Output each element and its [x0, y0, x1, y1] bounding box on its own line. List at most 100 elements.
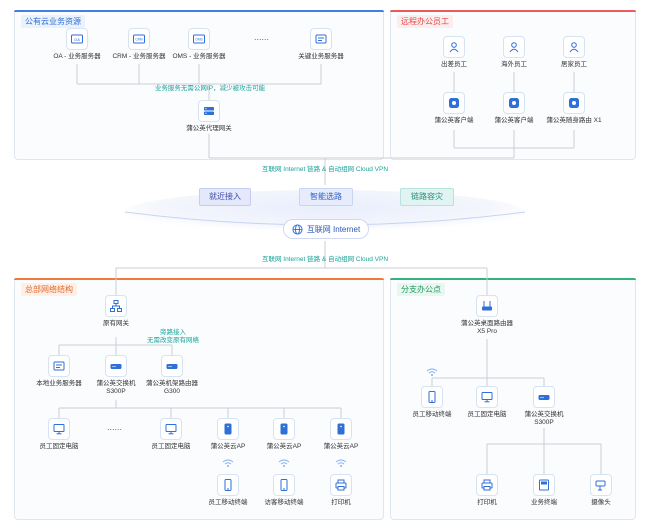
client-node-0: 蒲公英客户端: [404, 92, 504, 125]
remote-panel-title: 远程办公员工: [397, 15, 453, 28]
hq-mobile-node: 员工移动终端: [178, 474, 278, 507]
guest-mobile-label: 访客移动终端: [264, 499, 304, 506]
oa-server-node: OA OA - 业务服务器: [27, 28, 127, 61]
pill-link-failover: 链路容灾: [400, 188, 454, 206]
person-icon: [563, 36, 585, 58]
hq-printer-node: 打印机: [291, 474, 391, 507]
bypass-note-line1: 旁路接入: [160, 329, 186, 336]
terminal-icon: [533, 474, 555, 496]
hq-panel: 总部网络结构: [14, 278, 384, 520]
original-gateway-label: 原有网关: [103, 320, 129, 327]
remote-panel: 远程办公员工: [390, 10, 636, 160]
link-label-bottom: 互联网 Internet 链路 & 自动组网 Cloud VPN: [261, 256, 389, 263]
person-icon: [443, 36, 465, 58]
desktop-pc-icon: [476, 386, 498, 408]
gateway-icon: [198, 100, 220, 122]
hq-pc-node-2: 员工固定电脑: [121, 418, 221, 451]
client-node-1: 蒲公英客户端: [464, 92, 564, 125]
branch-printer-node: 打印机: [437, 474, 537, 507]
branch-mobile-node: 员工移动终端: [382, 386, 482, 419]
server-icon: CRM: [128, 28, 150, 50]
printer-icon: [330, 474, 352, 496]
desktop-router-node: 蒲公英桌面路由器 X5 Pro: [437, 295, 537, 336]
branch-mobile-label: 员工移动终端: [412, 411, 452, 418]
hq-panel-accent: [14, 278, 384, 280]
switch-icon: [533, 386, 555, 408]
pill-nearby-access: 就近接入: [199, 188, 251, 206]
local-server-node: 本地业务服务器: [9, 355, 109, 388]
home-staff-node: 居家员工: [524, 36, 624, 69]
server-icon: [48, 355, 70, 377]
hq-pc-node-1: 员工固定电脑: [9, 418, 109, 451]
link-label-top: 互联网 Internet 链路 & 自动组网 Cloud VPN: [261, 166, 389, 173]
desktop-router-label-1: 蒲公英桌面路由器: [461, 320, 513, 327]
switch-icon: [105, 355, 127, 377]
mobile-phone-icon: [273, 474, 295, 496]
hq-panel-title: 总部网络结构: [21, 283, 77, 296]
globe-icon: [292, 223, 303, 235]
branch-pc-label: 员工固定电脑: [467, 411, 507, 418]
client-app-icon: [503, 92, 525, 114]
hq-mobile-label: 员工移动终端: [208, 499, 248, 506]
access-point-icon: [273, 418, 295, 440]
cloud-panel-title: 公有云业务资源: [21, 15, 85, 28]
pill-smart-routing: 智能选路: [299, 188, 353, 206]
guest-mobile-node: 访客移动终端: [234, 474, 334, 507]
bypass-note-line2: 无需改变原有网络: [147, 337, 199, 344]
desktop-router-label-2: X5 Pro: [477, 328, 497, 335]
person-icon: [503, 36, 525, 58]
client-app-icon: [443, 92, 465, 114]
overseas-staff-node: 海外员工: [464, 36, 564, 69]
branch-switch-label-2: S300P: [534, 419, 554, 426]
hq-printer-label: 打印机: [331, 499, 351, 506]
oms-server-label: OMS - 业务服务器: [172, 53, 226, 60]
wifi-icon: [278, 459, 290, 467]
key-server-node: 关键业务服务器: [271, 28, 371, 61]
mobile-phone-icon: [421, 386, 443, 408]
client-node-2: 蒲公英随身路由 X1: [524, 92, 624, 125]
remote-panel-accent: [390, 10, 636, 12]
desktop-pc-icon: [48, 418, 70, 440]
camera-icon: [590, 474, 612, 496]
mobile-phone-icon: [217, 474, 239, 496]
original-gateway-node: 原有网关: [66, 295, 166, 328]
printer-icon: [476, 474, 498, 496]
internet-badge: 互联网 Internet: [283, 219, 369, 239]
cloud-ap-node-2: 蒲公英云AP: [234, 418, 334, 451]
svg-text:OA: OA: [74, 37, 80, 42]
rack-router-label-2: G300: [164, 388, 180, 395]
client-label-2: 蒲公英随身路由 X1: [546, 117, 602, 124]
wifi-icon: [426, 368, 438, 376]
wifi-icon: [222, 459, 234, 467]
business-terminal-node: 业务终端: [494, 474, 594, 507]
svg-text:OMS: OMS: [195, 38, 202, 42]
branch-pc-node: 员工固定电脑: [437, 386, 537, 419]
portable-router-icon: [563, 92, 585, 114]
cloud-note: 业务服务无需公网IP，减少被攻击可能: [154, 85, 266, 92]
server-icon: OA: [66, 28, 88, 50]
wifi-icon: [335, 459, 347, 467]
branch-panel-title: 分支办公点: [397, 283, 445, 296]
proxy-gateway-node: 蒲公英代理网关: [159, 100, 259, 133]
key-server-label: 关键业务服务器: [298, 53, 344, 60]
cloud-ap-label-3: 蒲公英云AP: [323, 443, 359, 450]
crm-server-node: CRM CRM - 业务服务器: [89, 28, 189, 61]
staff-label-1: 海外员工: [501, 61, 527, 68]
hq-switch-label-2: S300P: [106, 388, 126, 395]
hq-switch-node: 蒲公英交换机 S300P: [66, 355, 166, 396]
cloud-ap-node-1: 蒲公英云AP: [178, 418, 278, 451]
proxy-gateway-label: 蒲公英代理网关: [186, 125, 232, 132]
local-server-label: 本地业务服务器: [36, 380, 82, 387]
oa-server-label: OA - 业务服务器: [53, 53, 101, 60]
rack-router-label-1: 蒲公英机架路由器: [146, 380, 198, 387]
staff-label-2: 居家员工: [561, 61, 587, 68]
rack-router-icon: [161, 355, 183, 377]
rack-router-node: 蒲公英机架路由器 G300: [122, 355, 222, 396]
staff-label-0: 出差员工: [441, 61, 467, 68]
hq-ellipsis: ......: [107, 422, 123, 432]
branch-switch-label-1: 蒲公英交换机: [524, 411, 564, 418]
network-gateway-icon: [105, 295, 127, 317]
desktop-pc-icon: [160, 418, 182, 440]
svg-text:CRM: CRM: [135, 38, 143, 42]
